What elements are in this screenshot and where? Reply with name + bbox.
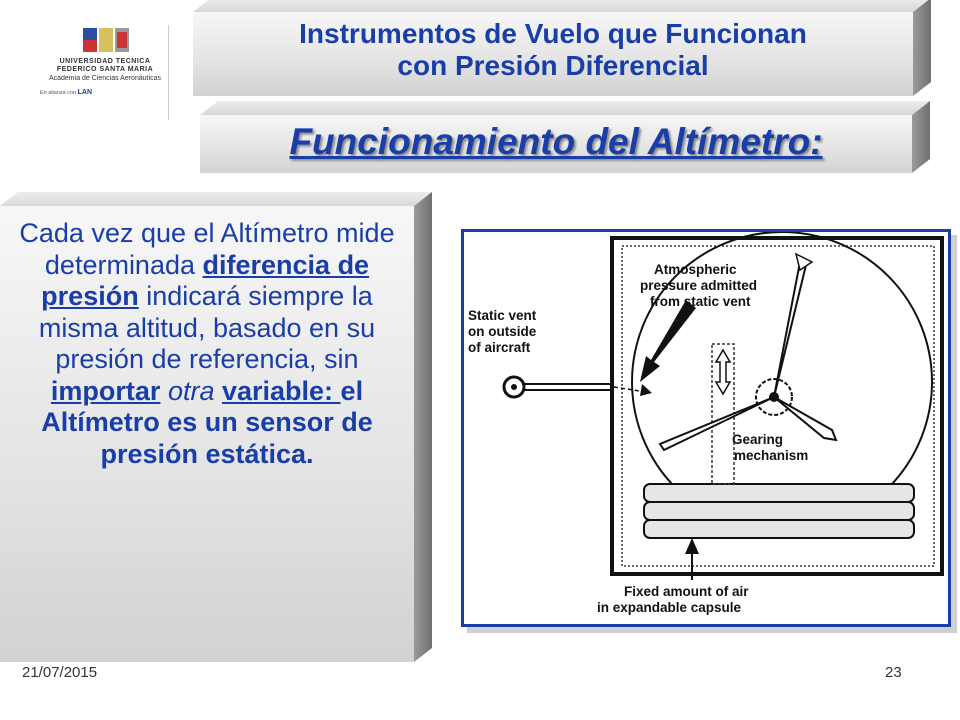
capsule-arrow-icon <box>685 538 699 554</box>
label-static-vent-1: Static vent <box>468 308 537 323</box>
logo-alliance-text: En alianza con <box>40 90 77 96</box>
body-emphasis-importar: importar <box>50 375 161 406</box>
slide-subtitle: Funcionamiento del Altímetro: <box>289 121 823 162</box>
page-number: 23 <box>885 664 902 681</box>
long-needle-tip <box>794 252 814 272</box>
slide-title: Instrumentos de Vuelo que Funcionan con … <box>193 18 913 82</box>
label-atmospheric-1: Atmospheric <box>654 262 737 277</box>
slide-title-line-2: con Presión Diferencial <box>397 50 709 81</box>
air-flow-line <box>613 386 647 393</box>
body-emphasis-pressure-difference: diferencia de presión <box>41 249 370 312</box>
body-part-1: Cada vez que el Altímetro mide determina… <box>19 218 395 280</box>
logo-alliance: En alianza con LAN <box>10 89 200 96</box>
label-atmospheric-2: pressure admitted <box>640 278 758 293</box>
altimeter-case-inner <box>621 245 935 567</box>
body-conclusion: el Altímetro es un sensor de presión est… <box>41 375 373 469</box>
long-needle <box>773 260 808 398</box>
footer-date: 21/07/2015 <box>22 664 98 681</box>
logo-divider <box>168 25 169 120</box>
label-static-vent-3: of aircraft <box>468 340 531 355</box>
label-gearing-2: mechanism <box>734 448 809 463</box>
altimeter-diagram: Atmospheric pressure admitted from stati… <box>461 229 951 627</box>
body-text: Cada vez que el Altímetro mide determina… <box>6 218 408 470</box>
logo-line-3: Academia de Ciencias Aeronáuticas <box>48 75 162 82</box>
pointer-arrow-icon <box>640 300 696 382</box>
lan-logo: LAN <box>77 89 93 96</box>
label-fixed-air-2: in expandable capsule <box>597 600 742 615</box>
altimeter-case <box>610 236 944 576</box>
body-panel: Cada vez que el Altímetro mide determina… <box>0 206 414 662</box>
short-needle <box>658 396 775 452</box>
counterweight-needle <box>773 396 838 442</box>
label-atmospheric-3: from static vent <box>650 294 751 309</box>
air-flow-arrow-icon <box>640 384 652 396</box>
logo-line-2: FEDERICO SANTA MARIA <box>56 66 154 73</box>
body-emphasis-variable: variable: <box>221 375 341 406</box>
expandable-capsule <box>643 483 915 539</box>
logo-line-1: UNIVERSIDAD TECNICA <box>59 58 151 65</box>
static-vent-hole <box>511 384 517 390</box>
label-static-vent-2: on outside <box>468 324 537 339</box>
altimeter-drawing <box>502 232 944 580</box>
title-panel: Instrumentos de Vuelo que Funcionan con … <box>193 12 913 96</box>
slide-title-line-1: Instrumentos de Vuelo que Funcionan <box>299 18 807 49</box>
subtitle-panel: Funcionamiento del Altímetro: <box>200 115 912 173</box>
label-gearing-1: Gearing <box>732 432 784 447</box>
university-logo: UNIVERSIDAD TECNICA FEDERICO SANTA MARIA… <box>10 20 200 115</box>
crest-icon <box>83 28 129 52</box>
double-arrow-icon <box>714 348 732 396</box>
body-part-5: otra <box>160 375 222 406</box>
body-part-3: indicará siempre la misma altitud, basad… <box>38 281 376 374</box>
label-fixed-air-1: Fixed amount of air <box>624 584 749 599</box>
